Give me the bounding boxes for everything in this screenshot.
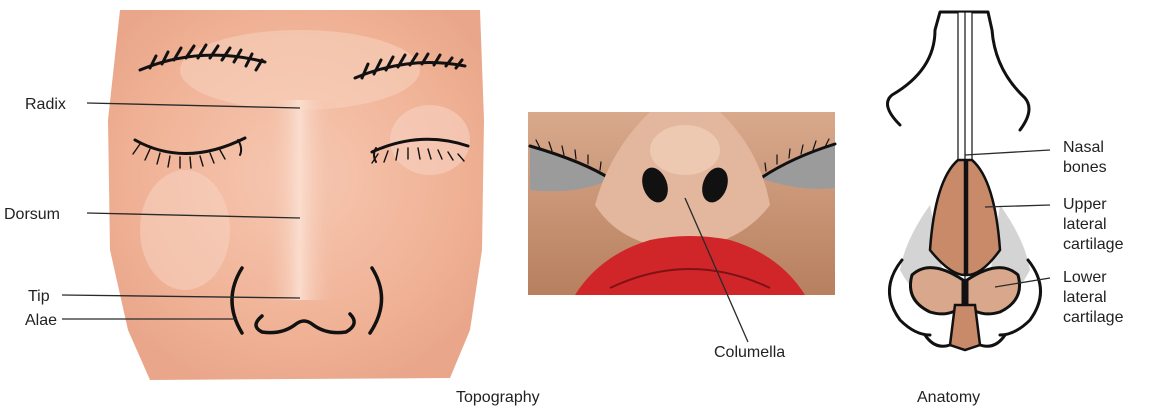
left-cheek-highlight — [140, 170, 230, 290]
face-panel — [108, 10, 484, 380]
nose-tip-highlight — [650, 125, 720, 175]
nose-underside-panel — [528, 112, 835, 295]
radix-label: Radix — [25, 96, 66, 113]
dorsum-label: Dorsum — [4, 206, 60, 223]
nasal-bones-label: Nasal bones — [1063, 139, 1108, 176]
nasal-bones-leader — [965, 150, 1050, 155]
columella-label: Columella — [714, 344, 785, 361]
alae-label: Alae — [25, 312, 57, 329]
medial-crura — [950, 305, 980, 350]
lower-lateral-cartilage-label: Lower lateral cartilage — [1063, 269, 1124, 326]
forehead-highlight — [180, 30, 420, 110]
tip-label: Tip — [28, 288, 50, 305]
topography-caption: Topography — [456, 389, 540, 406]
upper-lateral-cartilage-label: Upper lateral cartilage — [1063, 196, 1124, 253]
anatomy-caption: Anatomy — [917, 389, 980, 406]
nasal-bridge-highlight — [262, 100, 337, 300]
anatomy-panel — [888, 12, 1041, 350]
